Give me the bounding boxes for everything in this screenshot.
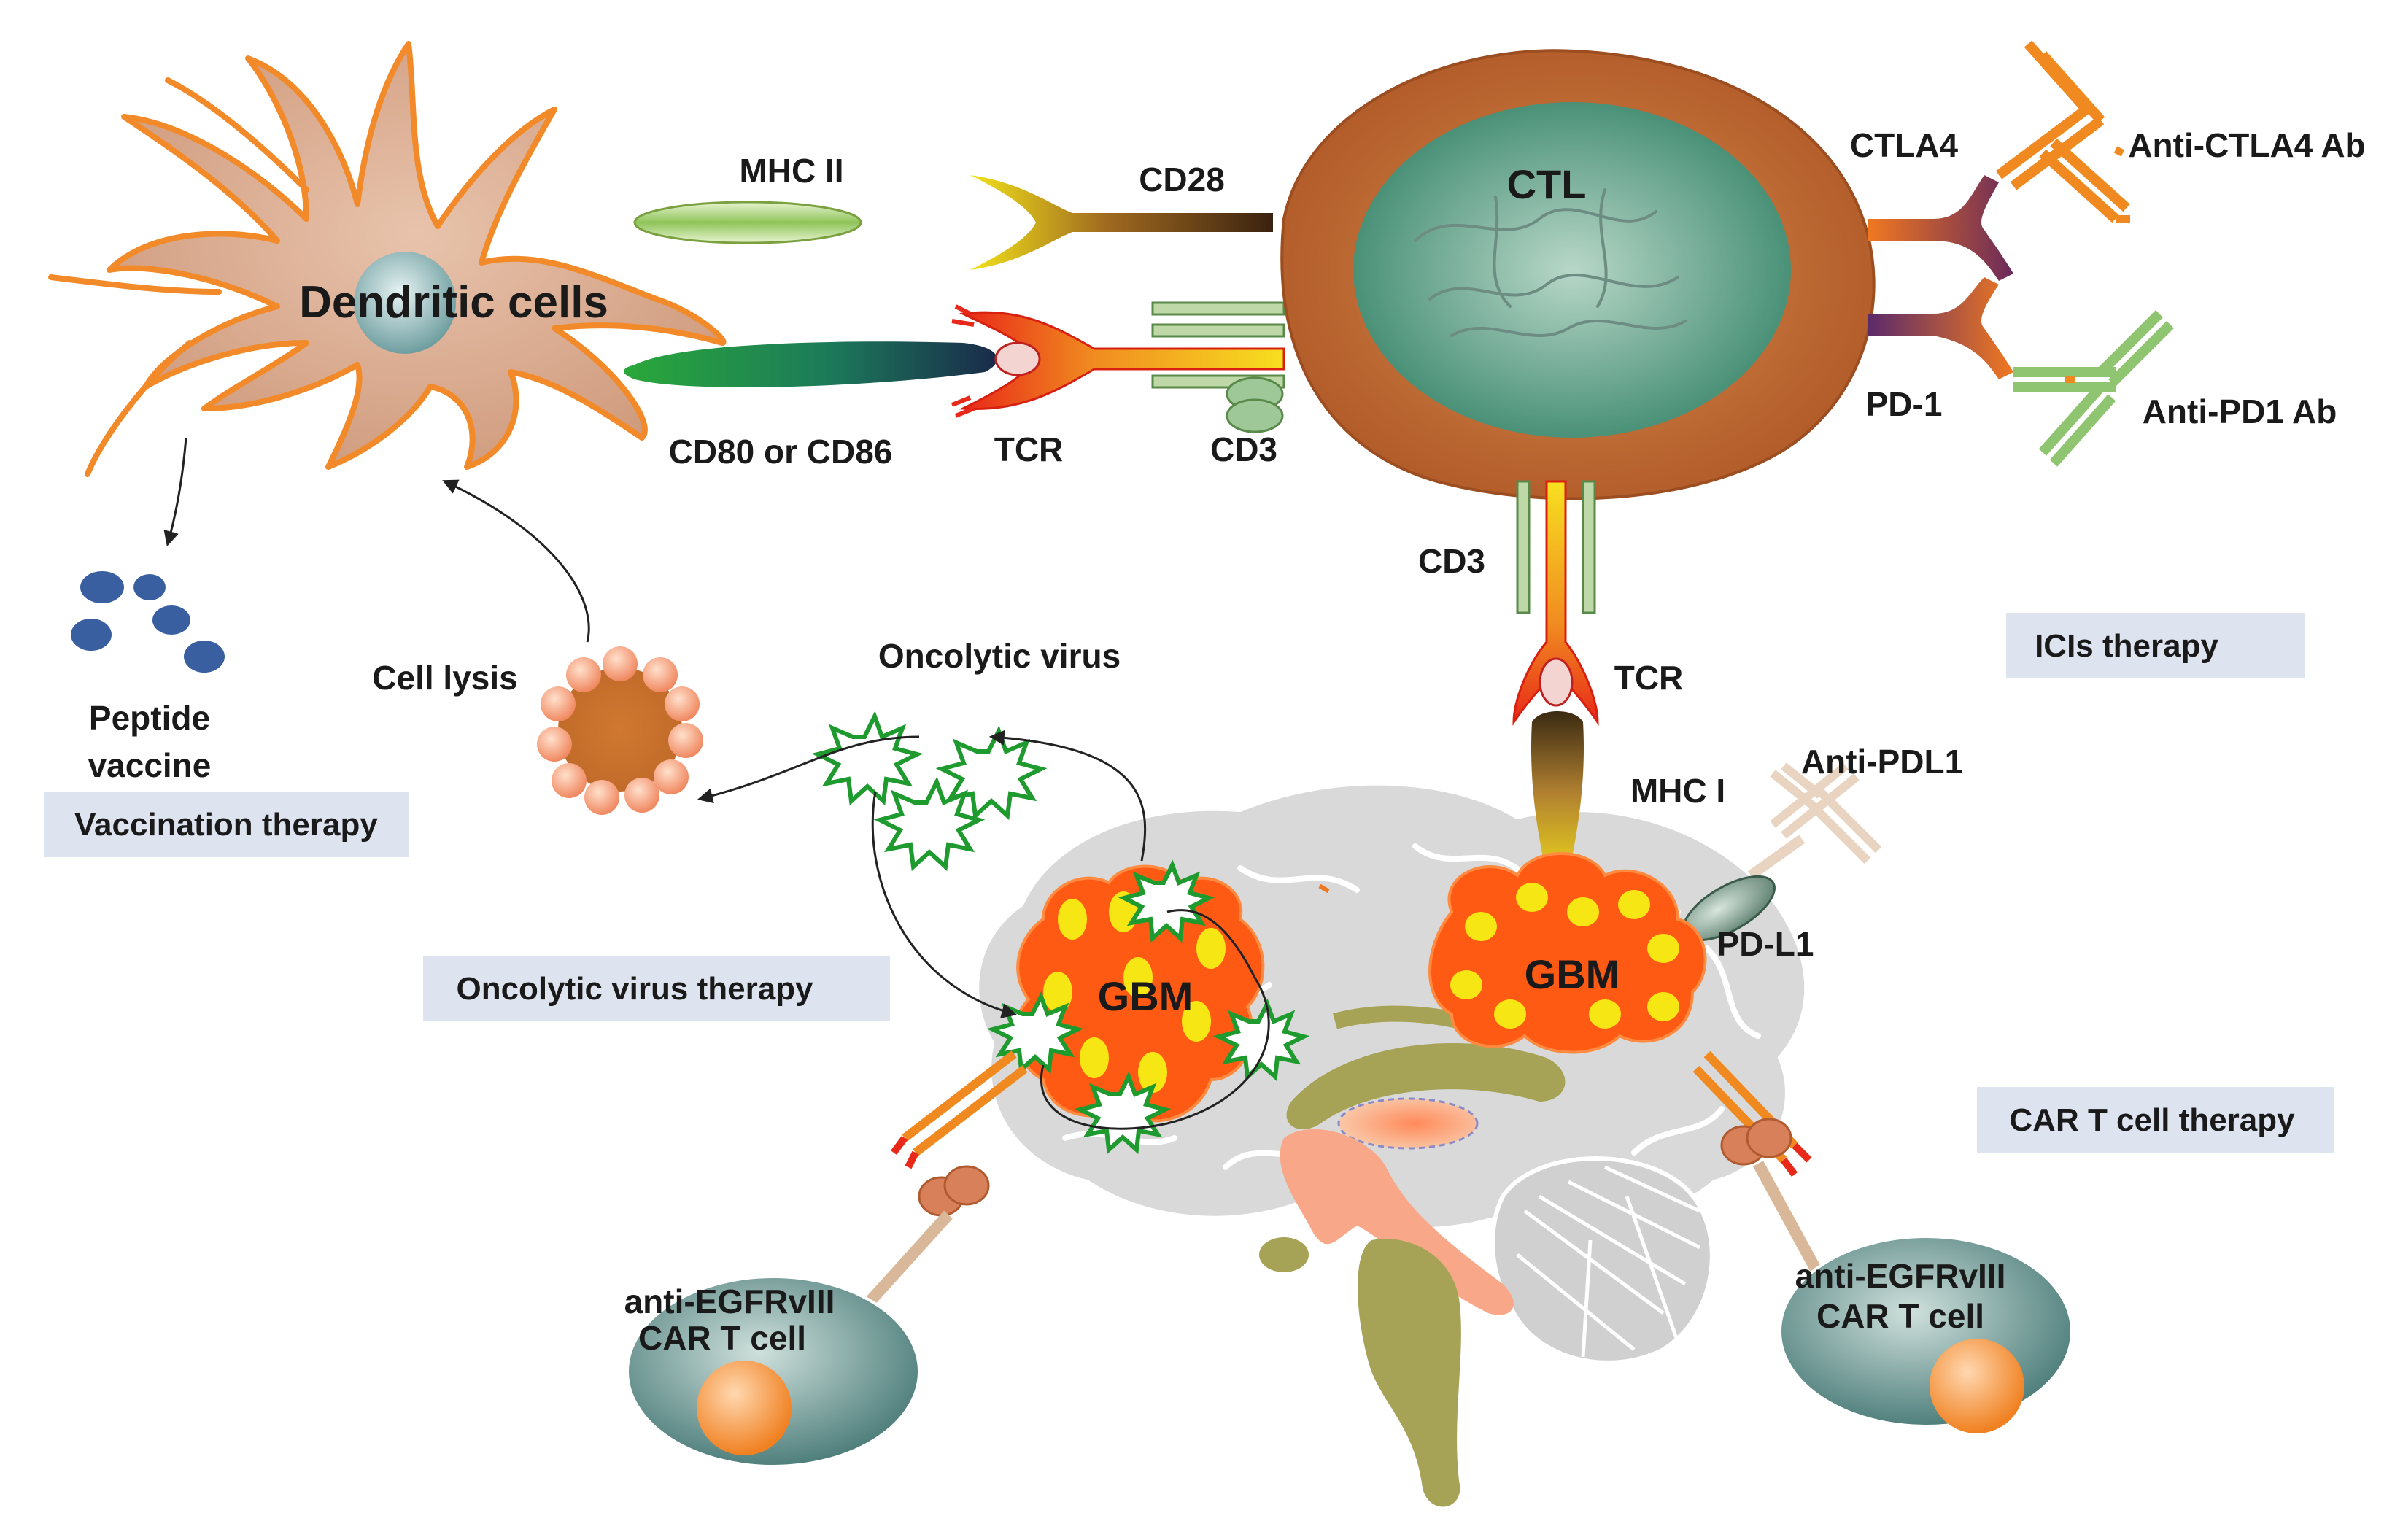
car-t-nucleus	[697, 1361, 792, 1455]
cd3-complex-side	[1516, 480, 1596, 614]
ctl-chromatin	[1414, 188, 1687, 337]
tcr-antigen-top	[994, 341, 1041, 376]
corpus-callosum	[1286, 1043, 1566, 1130]
peptide-bead	[71, 619, 112, 651]
vaccination-therapy-label: Vaccination therapy	[74, 807, 378, 843]
oncolytic-therapy-box	[423, 956, 890, 1021]
vaccine-label: vaccine	[88, 746, 212, 784]
pdl1-label: PD-L1	[1717, 925, 1814, 963]
dendritic-nucleus	[354, 252, 456, 354]
lysed-tumor-cell	[537, 646, 703, 815]
mhc-i-label: MHC I	[1630, 772, 1725, 810]
ctl-label: CTL	[1507, 161, 1587, 207]
cd28-label: CD28	[1139, 160, 1225, 198]
pituitary	[1259, 1237, 1309, 1272]
car-left-line2: CAR T cell	[638, 1319, 806, 1357]
virus-icon	[1074, 1071, 1172, 1155]
car-right-line1: anti-EGFRvIII	[1795, 1257, 2006, 1295]
anti-pd1-antibody	[2013, 310, 2174, 467]
virus-icon	[873, 776, 986, 872]
cell-lysis-label: Cell lysis	[372, 659, 517, 697]
peptide-bead	[152, 605, 190, 635]
car-t-nucleus	[1930, 1339, 2024, 1433]
anti-pd1-label: Anti-PD1 Ab	[2143, 392, 2337, 430]
mhc-ii-label: MHC II	[739, 152, 843, 190]
brain-marker	[1318, 883, 1330, 894]
oncolytic-virus-label: Oncolytic virus	[878, 637, 1121, 675]
arrow-virus-to-lysis	[697, 735, 920, 804]
hypothalamus-region	[1280, 1129, 1514, 1315]
car-left-line1: anti-EGFRvIII	[624, 1282, 835, 1320]
cd80-cd86-molecule	[624, 341, 997, 387]
car-t-receptor-right	[1692, 1050, 1830, 1287]
mhc-i-molecule	[1531, 711, 1584, 892]
pd1-label: PD-1	[1866, 385, 1943, 423]
peptide-bead	[134, 574, 166, 600]
car-t-cell-right	[1779, 1235, 2073, 1433]
arrow-virus-to-tumor	[871, 791, 1018, 1018]
virus-icon	[935, 725, 1048, 821]
ctla4-label: CTLA4	[1850, 126, 1959, 164]
peptide-beads	[71, 571, 225, 673]
anti-pdl1-antibody	[1747, 762, 1882, 880]
icis-therapy-box	[2006, 613, 2305, 678]
anti-ctla4-label: Anti-CTLA4 Ab	[2128, 126, 2365, 164]
ctl-nucleus	[1353, 102, 1791, 438]
pd1-receptor	[1868, 277, 2013, 379]
peptide-label: Peptide	[89, 699, 210, 737]
cd3-complex-top	[1151, 301, 1285, 433]
cerebellum-folia	[1516, 1165, 1701, 1358]
virus-icon	[811, 711, 924, 806]
gbm-left-label: GBM	[1098, 973, 1193, 1019]
cd28-receptor	[970, 175, 1273, 270]
mhc-ii-molecule	[633, 201, 862, 244]
icis-therapy-label: ICIs therapy	[2035, 628, 2218, 664]
gbm-tumor-right	[1428, 852, 1707, 1054]
tcr-top-label: TCR	[994, 430, 1064, 468]
peptide-bead	[80, 571, 124, 603]
arrow-lysis-to-dendritic	[442, 479, 590, 643]
virus-icon	[1212, 998, 1310, 1082]
tcr-fringe-top	[951, 304, 975, 418]
tcr-antigen-side	[1539, 657, 1574, 707]
cd80-cd86-label: CD80 or CD86	[669, 433, 893, 471]
vaccination-therapy-box	[44, 792, 409, 857]
oncolytic-therapy-label: Oncolytic virus therapy	[456, 971, 813, 1007]
thalamus	[1337, 1097, 1479, 1150]
car-right-line2: CAR T cell	[1816, 1297, 1984, 1335]
ctl-cell: CTL	[1280, 49, 1876, 500]
car-t-therapy-label: CAR T cell therapy	[2009, 1102, 2295, 1138]
dendrite-arm-left	[48, 77, 309, 477]
arrow-to-peptide	[163, 437, 187, 547]
anti-ctla4-antibody	[1995, 40, 2130, 223]
virus-icon	[1118, 859, 1215, 943]
peptide-bead	[184, 641, 225, 673]
car-t-cell-left	[626, 1275, 921, 1468]
dendritic-cells-label: Dendritic cells	[299, 277, 608, 328]
virus-entry-loop	[1040, 909, 1270, 1130]
arrow-tumor-to-virus	[988, 730, 1147, 862]
tcr-side-label: TCR	[1614, 659, 1684, 697]
cd3-top-label: CD3	[1210, 430, 1277, 468]
gbm-right-label: GBM	[1525, 951, 1620, 997]
car-t-therapy-box	[1977, 1087, 2334, 1153]
cd3-side-label: CD3	[1418, 542, 1485, 580]
dendritic-cell: Dendritic cells	[48, 41, 727, 477]
anti-pdl1-label: Anti-PDL1	[1801, 743, 1963, 781]
ctla4-receptor	[1868, 175, 2013, 281]
pons	[1379, 1273, 1459, 1382]
